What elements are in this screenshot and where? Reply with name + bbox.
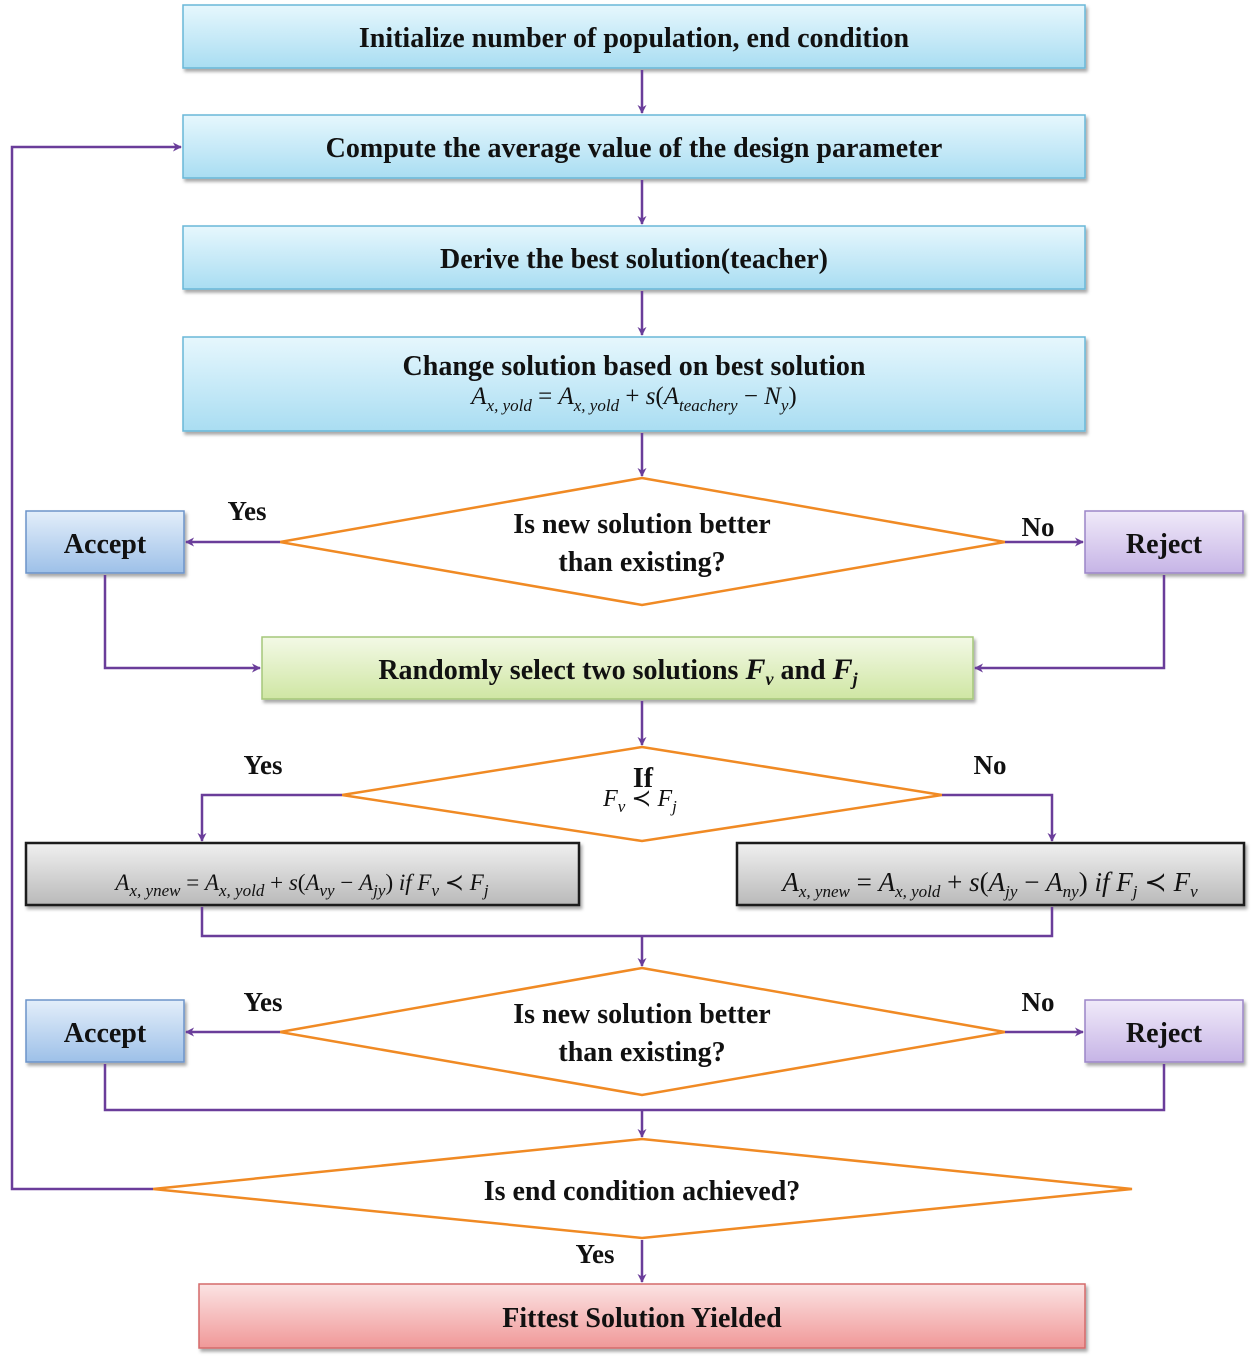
box-accept-2: Accept	[25, 999, 185, 1063]
box-compute-average-label: Compute the average value of the design …	[326, 133, 943, 164]
box-reject-1-label: Reject	[1126, 529, 1203, 560]
box-change-solution-label: Change solution based on best solution	[403, 351, 866, 382]
box-accept-1-label: Accept	[64, 529, 147, 560]
edge-label-yes-1: Yes	[228, 496, 267, 526]
edge-label-yes-3: Yes	[244, 987, 283, 1017]
box-compute-average: Compute the average value of the design …	[182, 114, 1086, 179]
box-derive-best: Derive the best solution(teacher)	[182, 225, 1086, 290]
box-fittest-solution: Fittest Solution Yielded	[198, 1283, 1086, 1349]
arrow-reject1-to-random	[974, 575, 1166, 673]
edge-label-yes-4: Yes	[576, 1239, 615, 1269]
random-select-and: and	[773, 655, 832, 686]
decision-better-2-line2: than existing?	[558, 1037, 725, 1068]
decision-condition: Fv ≺ Fj	[602, 786, 677, 816]
symbol-fv: F	[744, 653, 765, 686]
box-derive-best-label: Derive the best solution(teacher)	[440, 244, 828, 275]
edge-label-yes-2: Yes	[244, 750, 283, 780]
box-initialize-label: Initialize number of population, end con…	[359, 23, 910, 54]
box-random-select: Randomly select two solutions Fv and Fj	[261, 636, 974, 700]
arrow-compare-yes	[197, 793, 342, 842]
box-update-learner-j: Ax, ynew = Ax, yold + s(Ajy − Any) if Fj…	[735, 841, 1246, 907]
connectors	[10, 70, 1166, 1283]
decision-if-word: If	[633, 763, 654, 794]
decision-better-1-line1: Is new solution better	[513, 509, 770, 540]
symbol-fv-sub: v	[765, 669, 774, 689]
box-accept-1: Accept	[25, 510, 185, 574]
box-initialize: Initialize number of population, end con…	[182, 4, 1086, 69]
decision-better-2: Is new solution better than existing?	[279, 966, 1006, 1097]
box-reject-2: Reject	[1084, 999, 1244, 1063]
box-update-learner-v: Ax, ynew = Ax, yold + s(Avy − Ajy) if Fv…	[24, 841, 581, 907]
decision-end-condition-label: Is end condition achieved?	[484, 1176, 801, 1207]
arrow-compare-no	[942, 793, 1057, 842]
box-reject-2-label: Reject	[1126, 1018, 1203, 1049]
line-merge-updates	[200, 907, 1054, 938]
edge-label-no-2: No	[974, 750, 1007, 780]
decision-better-2-line1: Is new solution better	[513, 999, 770, 1030]
learner-formula-right: Ax, ynew = Ax, yold + s(Ajy − Any) if Fj…	[780, 867, 1198, 901]
box-random-select-label: Randomly select two solutions Fv and Fj	[378, 653, 858, 689]
box-change-solution: Change solution based on best solution A…	[182, 336, 1086, 432]
decision-compare-fitness: If Fv ≺ Fj	[341, 745, 943, 843]
random-select-prefix: Randomly select two solutions	[378, 655, 745, 686]
edge-label-no-3: No	[1022, 987, 1055, 1017]
decision-end-condition: Is end condition achieved?	[152, 1137, 1133, 1240]
edge-label-no-1: No	[1022, 512, 1055, 542]
decision-better-1: Is new solution better than existing?	[279, 476, 1006, 607]
decision-better-1-line2: than existing?	[558, 547, 725, 578]
box-reject-1: Reject	[1084, 510, 1244, 574]
symbol-fj: F	[832, 653, 853, 686]
arrow-accept1-to-random	[103, 575, 261, 673]
line-merge-accept-reject	[103, 1064, 1166, 1112]
symbol-fj-sub: j	[850, 669, 859, 689]
arrow-loop-back	[10, 142, 182, 1191]
box-accept-2-label: Accept	[64, 1018, 147, 1049]
box-fittest-solution-label: Fittest Solution Yielded	[502, 1303, 782, 1334]
